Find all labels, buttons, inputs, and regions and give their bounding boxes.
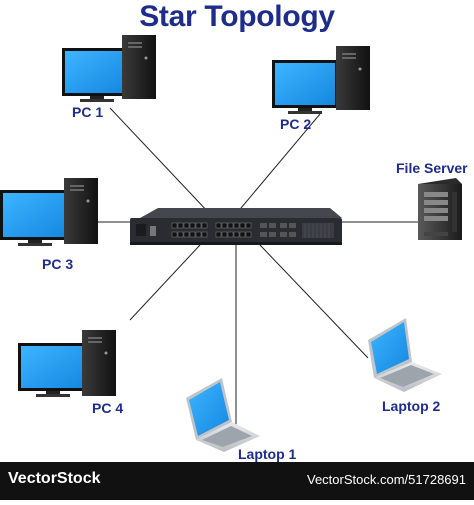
network-switch <box>130 208 342 245</box>
label-pc3: PC 3 <box>42 256 74 272</box>
label-pc1: PC 1 <box>72 104 104 120</box>
laptop1-device <box>186 378 260 452</box>
laptop2-device <box>368 318 442 392</box>
connection-links <box>95 107 418 440</box>
label-laptop2: Laptop 2 <box>382 398 441 414</box>
watermark-footer: VectorStock VectorStock.com/51728691 <box>0 462 474 500</box>
link-laptop2 <box>259 244 369 359</box>
diagram-title: Star Topology <box>139 0 335 33</box>
link-pc2 <box>235 113 321 215</box>
footer-brand: VectorStock <box>8 470 101 487</box>
label-pc2: PC 2 <box>280 116 312 132</box>
link-pc1 <box>109 107 211 215</box>
footer-url: VectorStock.com/51728691 <box>307 472 466 487</box>
label-pc4: PC 4 <box>92 400 124 416</box>
pc3-computer <box>0 178 98 246</box>
label-laptop1: Laptop 1 <box>238 446 297 462</box>
file-server-device <box>418 178 462 240</box>
label-file-server: File Server <box>396 160 468 176</box>
link-pc4 <box>129 244 201 321</box>
pc1-computer <box>62 35 156 102</box>
pc2-computer <box>272 46 370 114</box>
pc4-computer <box>18 330 116 397</box>
